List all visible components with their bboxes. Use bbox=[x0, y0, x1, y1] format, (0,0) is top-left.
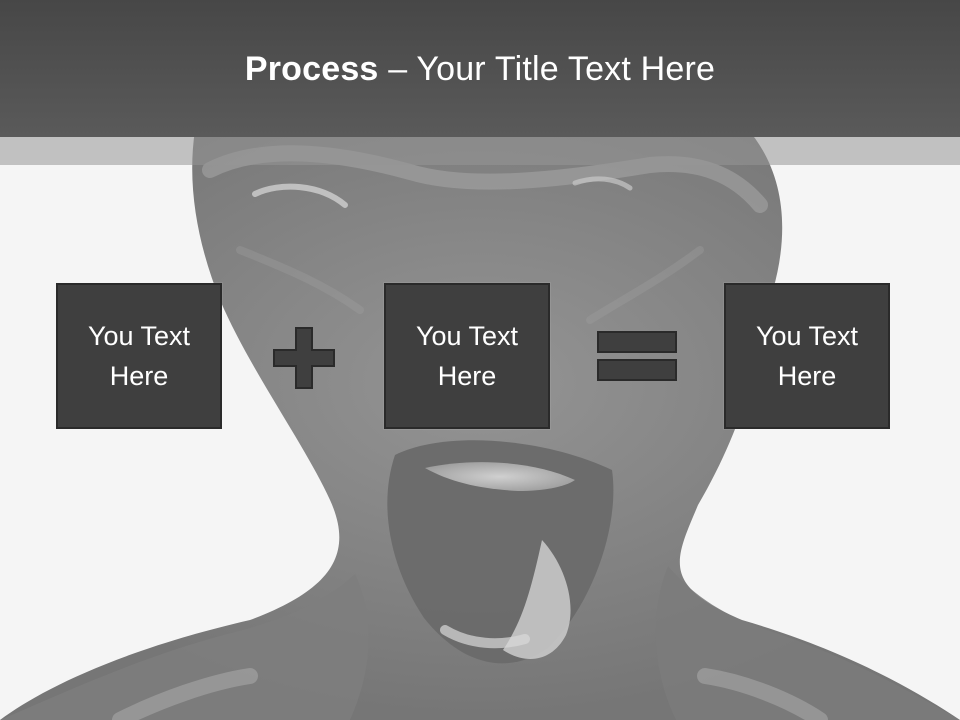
plus-icon bbox=[273, 327, 335, 389]
process-step-2: You Text Here bbox=[384, 283, 550, 429]
process-step-1: You Text Here bbox=[56, 283, 222, 429]
title-band bbox=[0, 137, 960, 165]
process-step-3: You Text Here bbox=[724, 283, 890, 429]
process-step-1-text: You Text Here bbox=[87, 321, 191, 391]
title-bar: Process – Your Title Text Here bbox=[0, 0, 960, 137]
process-step-3-text: You Text Here bbox=[755, 321, 859, 391]
process-step-2-text: You Text Here bbox=[415, 321, 519, 391]
slide-title: Process – Your Title Text Here bbox=[245, 52, 715, 86]
equals-icon bbox=[597, 331, 677, 381]
title-bold: Process bbox=[244, 49, 379, 88]
title-rest: – Your Title Text Here bbox=[378, 49, 716, 88]
